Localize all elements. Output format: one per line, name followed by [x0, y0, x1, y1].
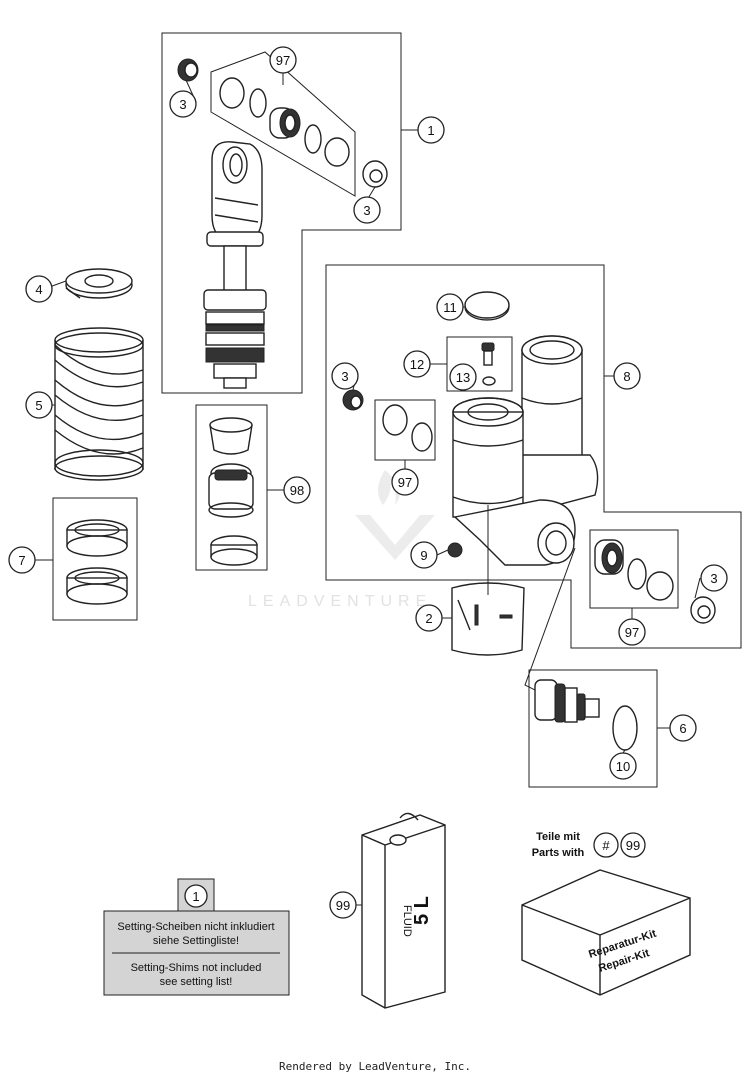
svg-text:1: 1 [427, 123, 434, 138]
svg-text:3: 3 [363, 203, 370, 218]
callout-6[interactable]: 6 [669, 714, 697, 742]
frame-group-8 [325, 264, 742, 649]
svg-text:3: 3 [710, 571, 717, 586]
callout-7[interactable]: 7 [8, 546, 36, 574]
kit-99-callout[interactable]: 99 [620, 832, 646, 858]
kit-parts-with: Parts with [532, 847, 585, 859]
callout-3-top-right[interactable]: 3 [353, 196, 381, 224]
coil-spring [54, 327, 144, 481]
note-ref-callout: 1 [184, 884, 208, 908]
setting-shims-note: 1 Setting-Scheiben nicht inkludiert sieh… [103, 878, 290, 996]
callout-4[interactable]: 4 [25, 275, 53, 303]
kit-hash-callout: # [593, 832, 619, 858]
svg-text:8: 8 [623, 369, 630, 384]
callout-3-top-left[interactable]: 3 [169, 90, 197, 118]
note-line-1: Setting-Scheiben nicht inkludiert [117, 921, 274, 933]
kit-teile-mit: Teile mit [536, 831, 580, 843]
callout-2[interactable]: 2 [415, 604, 443, 632]
note-line-2: siehe Settingliste! [153, 935, 239, 947]
callout-97-right[interactable]: 97 [618, 618, 646, 646]
seal-kit-top [177, 58, 388, 188]
watermark: LEADVENTURE [248, 470, 435, 610]
svg-text:3: 3 [341, 369, 348, 384]
svg-text:6: 6 [679, 721, 686, 736]
callout-13[interactable]: 13 [449, 363, 477, 391]
svg-text:1: 1 [192, 889, 199, 904]
note-line-4: see setting list! [160, 976, 233, 988]
svg-text:#: # [602, 838, 610, 853]
canister-fluid-label: FLUID [401, 905, 413, 937]
svg-text:9: 9 [420, 548, 427, 563]
kit-legend: Teile mit Parts with # 99 [532, 831, 646, 859]
callout-9[interactable]: 9 [410, 541, 438, 569]
footer-credit: Rendered by LeadVenture, Inc. [278, 1060, 472, 1073]
frame-group-97-top [210, 51, 356, 197]
reservoir-cap [464, 291, 510, 386]
svg-text:97: 97 [276, 53, 290, 68]
svg-text:13: 13 [456, 370, 470, 385]
seal-kit-right [594, 539, 716, 624]
svg-text:2: 2 [425, 611, 432, 626]
callout-3-middle[interactable]: 3 [331, 362, 359, 390]
frame-group-1 [161, 32, 402, 394]
callout-10[interactable]: 10 [609, 752, 637, 780]
svg-text:97: 97 [625, 625, 639, 640]
callout-11[interactable]: 11 [436, 293, 464, 321]
callout-1[interactable]: 1 [417, 116, 445, 144]
oil-canister: FLUID 5 L [361, 812, 446, 1009]
compression-adjuster [534, 679, 638, 751]
label-sleeve [451, 582, 525, 656]
svg-text:98: 98 [290, 483, 304, 498]
bump-stop-kit [208, 417, 258, 566]
svg-text:3: 3 [179, 97, 186, 112]
callout-3-right[interactable]: 3 [700, 564, 728, 592]
svg-text:4: 4 [35, 282, 42, 297]
svg-text:5: 5 [35, 398, 42, 413]
seal-kit-middle [342, 389, 433, 452]
leader-lines [34, 73, 701, 906]
frame-group-97-mid [374, 399, 436, 461]
svg-text:7: 7 [18, 553, 25, 568]
svg-text:11: 11 [443, 300, 457, 315]
callout-5[interactable]: 5 [25, 391, 53, 419]
callout-8[interactable]: 8 [613, 362, 641, 390]
callout-97-middle[interactable]: 97 [391, 468, 419, 496]
frame-group-97-right [589, 529, 679, 609]
piston-rod-assembly [203, 141, 267, 389]
callout-97-top[interactable]: 97 [269, 46, 297, 74]
callout-98[interactable]: 98 [283, 476, 311, 504]
adjuster-nuts [66, 519, 128, 605]
frame-group-7 [52, 497, 138, 621]
spring-retainer [65, 268, 133, 299]
watermark-text: LEADVENTURE [248, 593, 432, 610]
svg-text:99: 99 [336, 898, 350, 913]
svg-text:12: 12 [410, 357, 424, 372]
canister-volume-label: 5 L [411, 896, 433, 925]
shock-housing [447, 335, 599, 566]
frames [52, 32, 742, 788]
svg-text:99: 99 [626, 838, 640, 853]
note-line-3: Setting-Shims not included [131, 962, 262, 974]
callout-12[interactable]: 12 [403, 350, 431, 378]
svg-text:10: 10 [616, 759, 630, 774]
callout-99-canister[interactable]: 99 [329, 891, 357, 919]
frame-group-98 [195, 404, 268, 571]
svg-text:97: 97 [398, 475, 412, 490]
repair-kit-box: Reparatur-Kit Repair-Kit [521, 869, 691, 996]
